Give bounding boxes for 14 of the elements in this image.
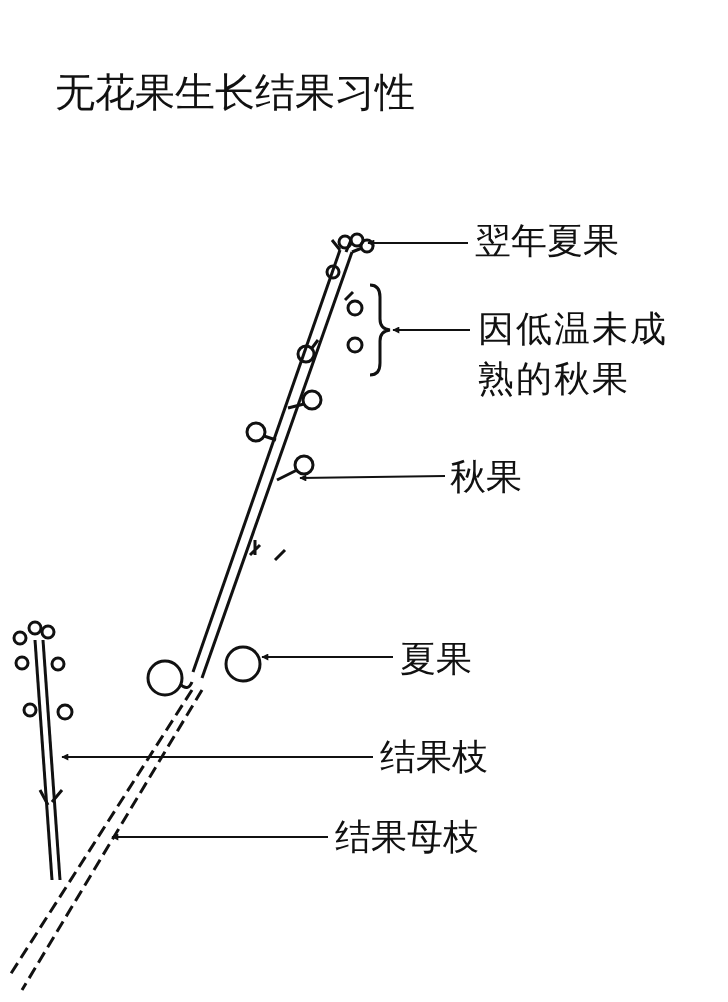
leader-arrow: [367, 239, 469, 247]
callout-label: 夏果: [400, 634, 472, 684]
leader-arrow: [392, 326, 471, 334]
curly-brace: [369, 283, 392, 377]
callout-label: 秋果: [450, 452, 522, 502]
callout-label: 结果枝: [380, 732, 488, 782]
title: 无花果生长结果习性: [55, 68, 415, 116]
callout-label: 翌年夏果: [475, 216, 619, 266]
leader-arrow: [61, 753, 374, 761]
leader-arrow: [111, 833, 329, 841]
leader-arrow: [261, 653, 394, 661]
leader-arrow: [299, 474, 446, 482]
callout-label: 结果母枝: [335, 812, 479, 862]
callout-label: 因低温未成熟的秋果: [478, 304, 678, 404]
